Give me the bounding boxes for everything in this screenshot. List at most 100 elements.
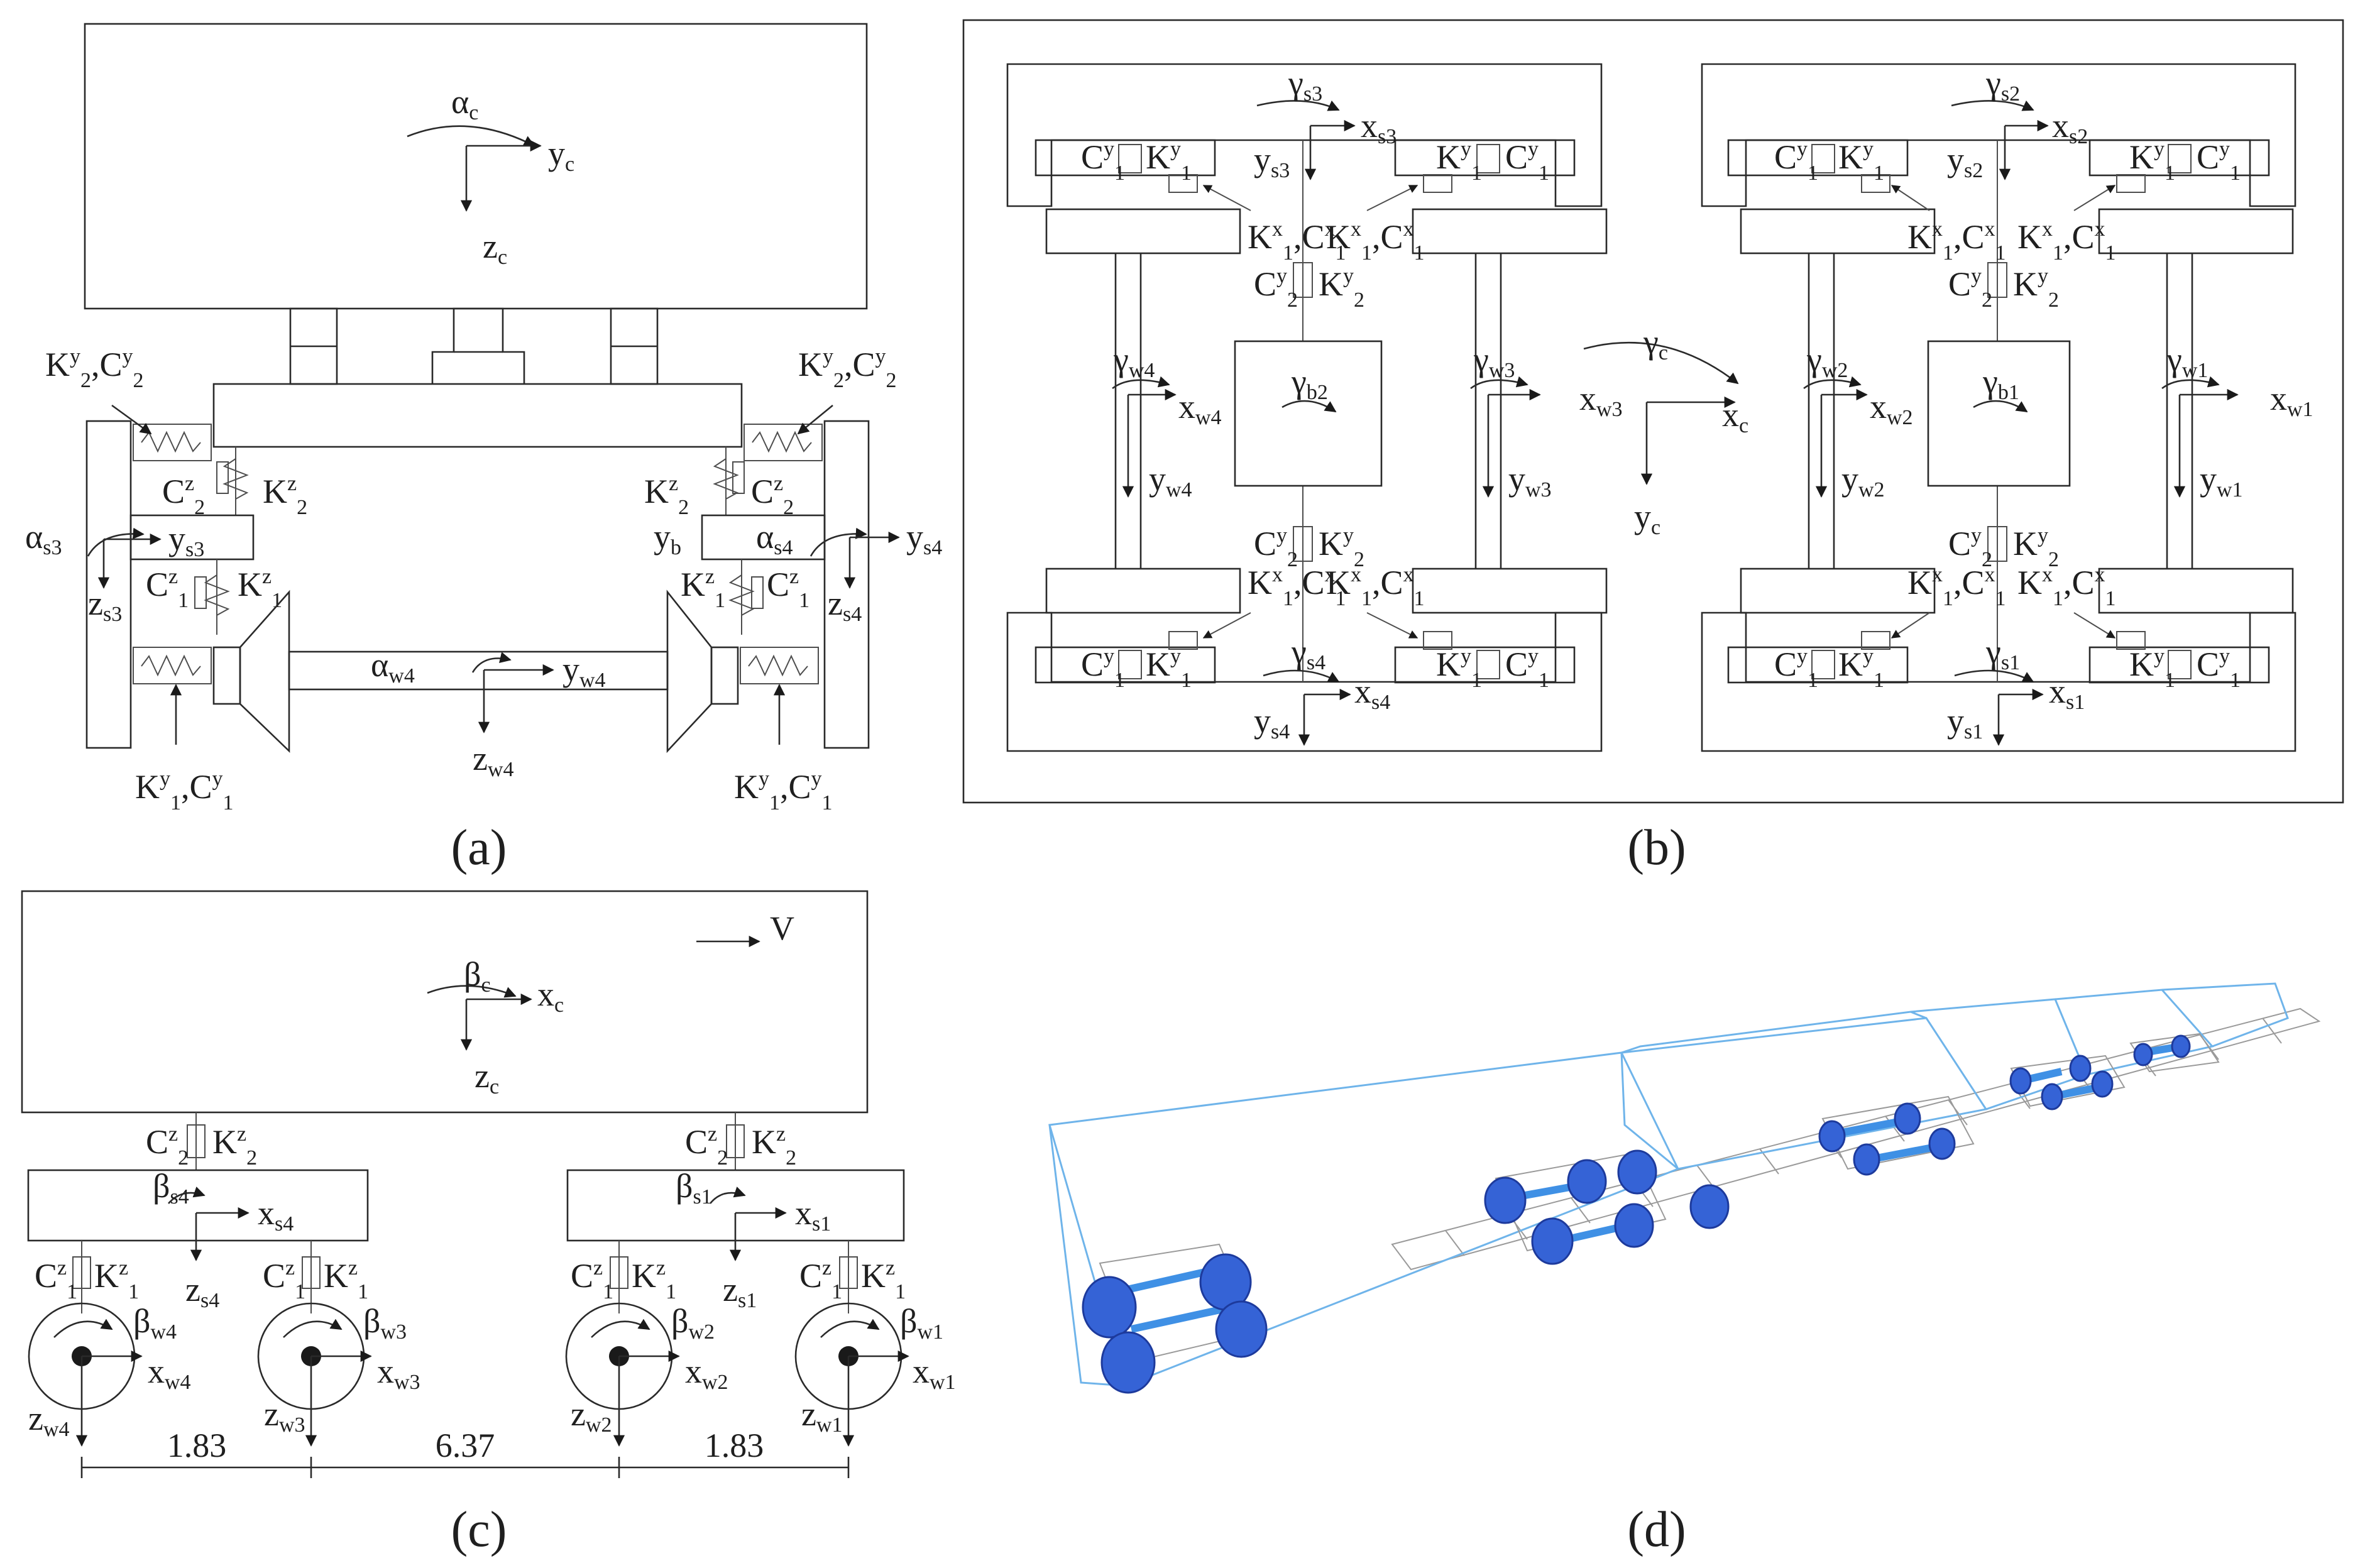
svg-text:Cz1: Cz1: [146, 565, 189, 612]
svg-text:zs4: zs4: [185, 1271, 219, 1312]
svg-text:γw1: γw1: [2166, 341, 2208, 382]
svg-text:Ky2,Cy2: Ky2,Cy2: [798, 345, 897, 392]
svg-text:xs1: xs1: [795, 1194, 831, 1236]
svg-text:αs3: αs3: [25, 518, 62, 559]
svg-text:yc: yc: [548, 134, 574, 176]
svg-text:αs4: αs4: [756, 518, 793, 559]
svg-text:Cy1: Cy1: [2197, 138, 2241, 185]
svg-text:γs3: γs3: [1288, 64, 1322, 106]
svg-text:zs3: zs3: [88, 584, 122, 626]
svg-text:yw2: yw2: [1841, 460, 1885, 502]
primary-vertical-spring-left: [194, 559, 230, 635]
svg-text:zw4: zw4: [28, 1400, 70, 1441]
svg-text:yw4: yw4: [562, 650, 606, 692]
speed-label: V: [770, 909, 794, 947]
svg-text:γs4: γs4: [1291, 633, 1325, 674]
caption-panel-c: (c): [451, 1502, 507, 1557]
svg-text:xw2: xw2: [1870, 388, 1913, 429]
svg-text:βs1: βs1: [676, 1167, 712, 1209]
svg-text:Cz1: Cz1: [767, 565, 809, 612]
dimension-w4-w3: 1.83: [167, 1427, 227, 1464]
svg-text:Cy2: Cy2: [1948, 265, 1992, 312]
svg-text:xw3: xw3: [377, 1352, 420, 1394]
svg-text:Cz1: Cz1: [263, 1256, 305, 1303]
svg-text:Cz2: Cz2: [162, 472, 205, 519]
wheel-w4: Cz1 Kz1 βw4 xw4 zw4: [28, 1241, 191, 1447]
svg-text:Cy1: Cy1: [1505, 645, 1549, 692]
svg-text:Ky2: Ky2: [2013, 265, 2059, 312]
svg-text:ys3: ys3: [1254, 141, 1290, 182]
svg-text:Cz2: Cz2: [685, 1122, 728, 1170]
svg-text:xw4: xw4: [148, 1352, 191, 1394]
wheel-w3: Cz1 Kz1 βw3 xw3 zw3: [257, 1241, 420, 1447]
svg-text:Cz2: Cz2: [751, 472, 794, 519]
svg-text:xc: xc: [537, 975, 564, 1017]
secondary-lateral-spring-left: [133, 424, 212, 461]
bogies-3d: [1082, 1033, 2220, 1394]
svg-text:zs4: zs4: [828, 584, 862, 626]
bogie-front-plan: γb1 Cy2 Ky2 Cy2 Ky2 Cy1 Ky1 Ky1 Cy1 Cy1 …: [1701, 63, 2313, 752]
svg-text:yw3: yw3: [1508, 460, 1552, 502]
svg-text:Ky2,Cy2: Ky2,Cy2: [45, 345, 144, 392]
svg-text:Kz1: Kz1: [324, 1256, 368, 1303]
svg-text:Kz1: Kz1: [861, 1256, 906, 1303]
svg-text:βw2: βw2: [671, 1302, 715, 1344]
dimension-w2-w1: 1.83: [705, 1427, 764, 1464]
svg-text:xw3: xw3: [1579, 380, 1623, 421]
svg-text:zw1: zw1: [801, 1395, 843, 1437]
wheel-w2: Cz1 Kz1 βw2 xw2 zw2: [565, 1241, 728, 1447]
caption-panel-d: (d): [1627, 1502, 1686, 1557]
svg-text:Ky1: Ky1: [1838, 138, 1884, 185]
svg-text:xs4: xs4: [258, 1194, 294, 1236]
svg-text:Cy2: Cy2: [1254, 265, 1298, 312]
svg-text:γb1: γb1: [1982, 363, 2019, 404]
svg-text:αc: αc: [451, 83, 478, 124]
svg-text:xw1: xw1: [913, 1352, 956, 1394]
svg-text:xw2: xw2: [685, 1352, 728, 1394]
caption-panel-b: (b): [1627, 820, 1686, 875]
svg-text:Cz2: Cz2: [146, 1122, 189, 1170]
panel-b-plan-view: γb2 Cy2 Ky2 Cy2 Ky2 Cy1 Ky1 Ky1 Cy1 Cy1 …: [962, 19, 2344, 804]
secondary-vertical-spring-right: [713, 447, 745, 515]
svg-text:Kz1: Kz1: [632, 1256, 676, 1303]
svg-text:ys3: ys3: [168, 520, 204, 561]
svg-text:xs1: xs1: [2049, 672, 2085, 714]
svg-text:βw3: βw3: [363, 1302, 407, 1344]
svg-text:xc: xc: [1722, 396, 1748, 437]
svg-text:Kz2: Kz2: [263, 472, 307, 519]
svg-text:Ky1,Cy1: Ky1,Cy1: [734, 767, 833, 814]
svg-text:γw2: γw2: [1806, 341, 1848, 382]
svg-text:Ky2: Ky2: [1319, 265, 1364, 312]
wheelbase-dimensions: 1.83 6.37 1.83: [80, 1427, 850, 1478]
bogie-rear-plan: γb2 Cy2 Ky2 Cy2 Ky2 Cy1 Ky1 Ky1 Cy1 Cy1 …: [1006, 63, 1623, 752]
svg-text:xs4: xs4: [1354, 672, 1390, 714]
caption-panel-a: (a): [451, 820, 507, 875]
svg-text:γs1: γs1: [1985, 633, 2020, 674]
svg-text:Kz1: Kz1: [238, 565, 282, 612]
svg-text:Kz1: Kz1: [681, 565, 725, 612]
svg-text:γw4: γw4: [1113, 341, 1155, 382]
svg-text:Kx1,Cx1: Kx1,Cx1: [1907, 563, 2006, 610]
svg-text:Cz1: Cz1: [35, 1256, 77, 1303]
wheelset-front-view: αw4 yw4 zw4: [212, 589, 739, 781]
svg-text:ys4: ys4: [1254, 702, 1290, 743]
primary-lateral-spring-left: [133, 647, 212, 684]
svg-text:Ky1: Ky1: [1436, 138, 1482, 185]
svg-text:βw4: βw4: [133, 1302, 177, 1344]
svg-text:βc: βc: [464, 955, 491, 997]
svg-text:yc: yc: [1634, 498, 1660, 539]
panel-c-side-view: βc xc zc V Cz2 Kz2 Cz2 Kz2 βs4 xs4 zs4 β…: [21, 890, 956, 1478]
panel-d-3d-model: [1048, 982, 2321, 1394]
svg-text:yw1: yw1: [2200, 460, 2243, 502]
primary-lateral-spring-right: [740, 647, 819, 684]
svg-text:Kx1,Cx1: Kx1,Cx1: [2017, 563, 2116, 610]
secondary-vertical-spring-left: [216, 447, 249, 515]
svg-text:Cy1: Cy1: [1505, 138, 1549, 185]
svg-text:βs4: βs4: [153, 1167, 189, 1209]
svg-text:Cy1: Cy1: [2197, 645, 2241, 692]
panel-a-lateral-view: αc yc zc Ky2,Cy2 Ky2,Cy2: [25, 23, 942, 814]
svg-text:βw1: βw1: [900, 1302, 943, 1344]
svg-text:Kz2: Kz2: [644, 472, 689, 519]
svg-text:Kx1,Cx1: Kx1,Cx1: [2017, 217, 2116, 265]
svg-text:xs3: xs3: [1361, 107, 1397, 148]
